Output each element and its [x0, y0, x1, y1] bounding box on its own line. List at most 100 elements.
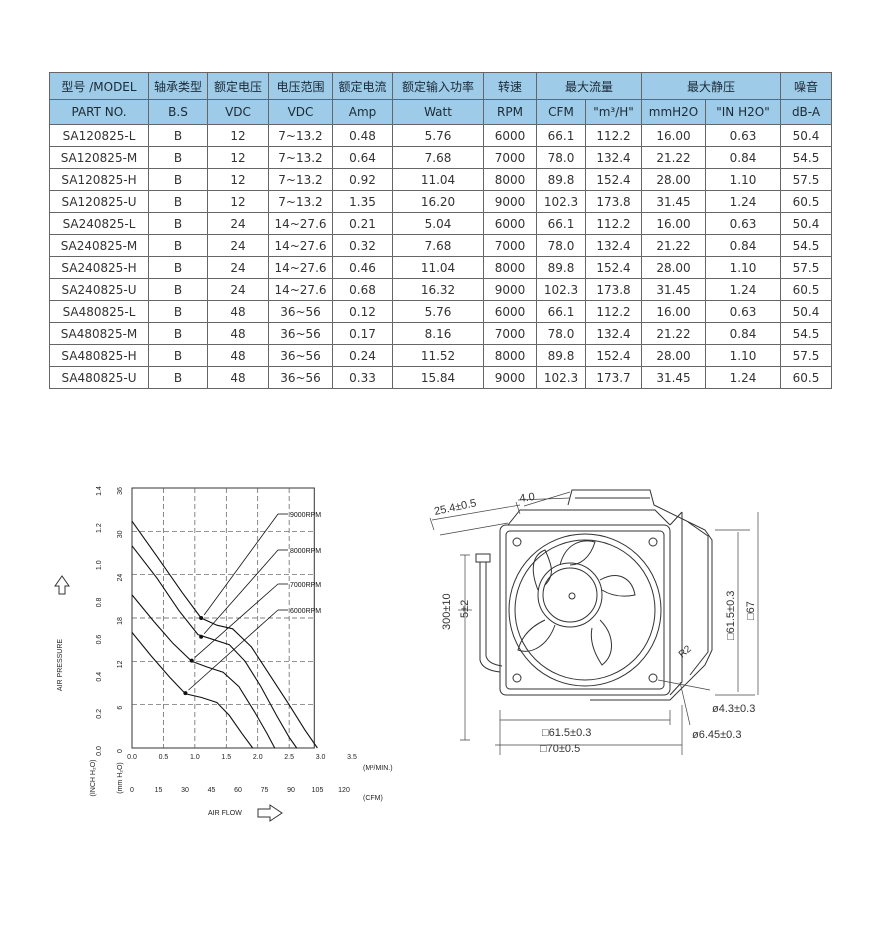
subheader-cell: Amp — [332, 99, 393, 125]
part-number-cell: SA240825-H — [49, 256, 149, 279]
subheader-cell: dB-A — [780, 99, 832, 125]
table-cell: 48 — [207, 344, 269, 367]
table-cell: 14~27.6 — [268, 256, 333, 279]
table-cell: 36~56 — [268, 366, 333, 389]
table-cell: 8.16 — [392, 322, 484, 345]
fan-back-housing — [567, 489, 713, 701]
table-cell: 54.5 — [780, 234, 832, 257]
table-cell: B — [148, 300, 208, 323]
tick-label: 0.0 — [127, 754, 137, 761]
table-cell: 21.22 — [641, 234, 706, 257]
table-cell: 48 — [207, 366, 269, 389]
table-cell: 8000 — [483, 168, 537, 191]
table-cell: 0.33 — [332, 366, 393, 389]
tick-label: 0.8 — [96, 597, 103, 607]
leader-line — [203, 513, 279, 616]
tick-label: 0 — [117, 749, 124, 753]
series-label: 7000RPM — [290, 582, 321, 589]
fan-shroud — [508, 533, 662, 687]
table-cell: 89.8 — [536, 344, 586, 367]
tick-label: 0.6 — [96, 635, 103, 645]
part-number-cell: SA240825-L — [49, 212, 149, 235]
leader-line — [203, 549, 279, 635]
header-voltage-range: 电压范围 — [268, 72, 333, 100]
table-cell: 5.76 — [392, 124, 484, 147]
tick-label: 6 — [117, 706, 124, 710]
table-cell: 6000 — [483, 124, 537, 147]
dim-width: □70±0.5 — [540, 743, 580, 755]
part-number-cell: SA240825-U — [49, 278, 149, 301]
table-cell: 0.63 — [705, 212, 781, 235]
table-cell: 8000 — [483, 256, 537, 279]
series-line-7000RPM — [131, 594, 276, 749]
x-axis-label: AIR FLOW — [208, 810, 242, 817]
table-cell: 0.84 — [705, 322, 781, 345]
leader-line — [188, 609, 279, 691]
tick-label: 1.5 — [221, 754, 231, 761]
fan-blade — [532, 549, 552, 591]
table-cell: 16.00 — [641, 124, 706, 147]
dim-counterbore: ø6.45±0.3 — [692, 729, 741, 741]
table-cell: 1.35 — [332, 190, 393, 213]
part-number-cell: SA480825-L — [49, 300, 149, 323]
tick-label: 75 — [261, 787, 269, 794]
subheader-cell: VDC — [207, 99, 269, 125]
fan-top-face — [507, 509, 671, 526]
table-cell: 1.24 — [705, 190, 781, 213]
table-cell: 7.68 — [392, 234, 484, 257]
table-cell: 14~27.6 — [268, 278, 333, 301]
mount-hole — [648, 537, 658, 547]
table-cell: 24 — [207, 212, 269, 235]
dim-hole-spacing-v: □61.5±0.3 — [725, 591, 737, 640]
table-cell: 60.5 — [780, 366, 832, 389]
table-cell: 60.5 — [780, 190, 832, 213]
y-axis-label-group: AIR PRESSURE — [57, 639, 64, 691]
x-unit-m3: (M³/MIN.) — [363, 765, 393, 772]
table-cell: 11.04 — [392, 168, 484, 191]
fan-blade — [590, 619, 612, 666]
mount-hole — [512, 537, 522, 547]
table-cell: 9000 — [483, 278, 537, 301]
table-cell: 50.4 — [780, 124, 832, 147]
header-model: 型号 /MODEL — [49, 72, 149, 100]
table-cell: 7000 — [483, 146, 537, 169]
subheader-cell: VDC — [268, 99, 333, 125]
series-label: 6000RPM — [290, 608, 321, 615]
tick-label: 120 — [338, 787, 350, 794]
table-cell: 102.3 — [536, 278, 586, 301]
table-cell: 12 — [207, 168, 269, 191]
table-cell: 112.2 — [585, 300, 642, 323]
fan-body-drawing — [475, 489, 713, 701]
table-cell: 48 — [207, 300, 269, 323]
table-cell: 16.20 — [392, 190, 484, 213]
table-cell: 31.45 — [641, 190, 706, 213]
table-cell: 102.3 — [536, 366, 586, 389]
tick-label: 45 — [208, 787, 216, 794]
table-cell: 66.1 — [536, 212, 586, 235]
tick-label: 90 — [287, 787, 295, 794]
table-cell: 16.00 — [641, 300, 706, 323]
spec-table: 型号 /MODEL 轴承类型 额定电压 电压范围 额定电流 额定输入功率 转速 … — [49, 72, 832, 389]
table-cell: B — [148, 344, 208, 367]
table-cell: 0.17 — [332, 322, 393, 345]
table-cell: 50.4 — [780, 212, 832, 235]
series-label: 9000RPM — [290, 512, 321, 519]
x-unit-cfm: (CFM) — [363, 795, 383, 802]
subheader-cell: mmH2O — [641, 99, 706, 125]
table-cell: 0.32 — [332, 234, 393, 257]
table-cell: 132.4 — [585, 322, 642, 345]
table-cell: 28.00 — [641, 256, 706, 279]
table-cell: 0.24 — [332, 344, 393, 367]
table-cell: 89.8 — [536, 256, 586, 279]
dim-depth: 25.4±0.5 — [433, 497, 477, 518]
